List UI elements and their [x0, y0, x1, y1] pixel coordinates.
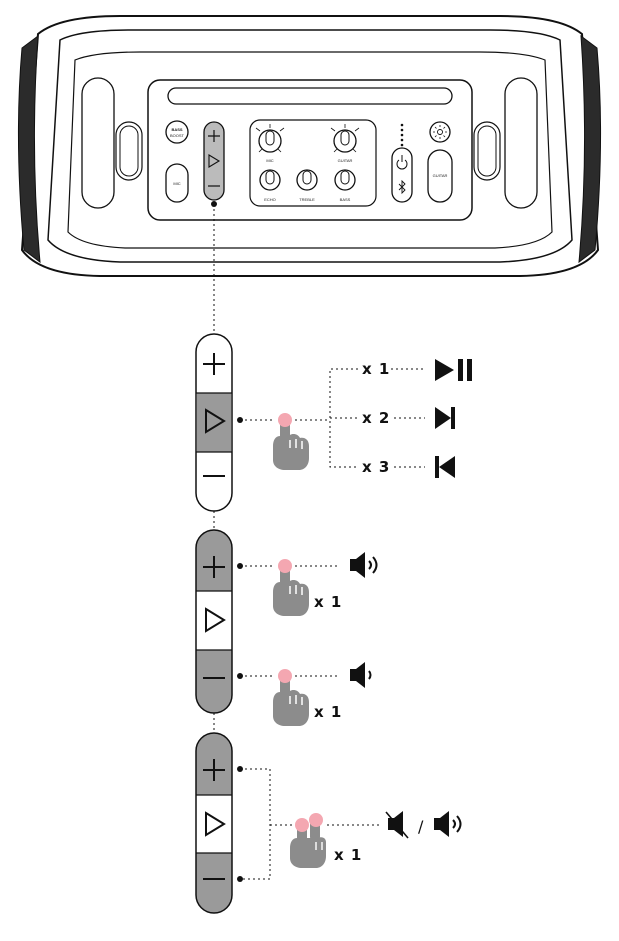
mute-control-strip	[195, 732, 233, 914]
plus-icon	[203, 759, 225, 781]
bass-boost-button[interactable]: BASS BOOST	[165, 120, 189, 144]
bass-boost-label: BASS	[171, 127, 182, 132]
play-pause-icon	[435, 359, 472, 381]
mute-icon	[385, 811, 409, 839]
guitar-button-label: GUITAR	[433, 173, 448, 178]
playback-control-strip	[195, 333, 233, 512]
mute-connectors	[237, 766, 382, 882]
power-bluetooth-button[interactable]	[391, 147, 413, 203]
guitar-button[interactable]: GUITAR	[427, 149, 453, 203]
knob-mic[interactable]: MIC	[255, 124, 285, 163]
active-play-segment	[197, 393, 231, 452]
volume-connectors	[237, 563, 340, 679]
mic-button-label: MIC	[173, 181, 180, 186]
volume-control-strip	[195, 529, 233, 714]
tap-hand-playback	[272, 413, 310, 471]
previous-track-icon	[435, 456, 455, 478]
two-finger-tap-hand	[290, 813, 326, 868]
unmute-icon	[434, 811, 462, 837]
knob-echo-label: ECHO	[264, 197, 276, 202]
knob-treble[interactable]: TREBLE	[296, 169, 318, 202]
bass-boost-sublabel: BOOST	[170, 133, 185, 138]
next-track-icon	[435, 407, 455, 429]
knob-treble-label: TREBLE	[299, 197, 315, 202]
light-icon	[437, 129, 443, 135]
press-count-1: x 1	[362, 360, 390, 378]
mic-button[interactable]: MIC	[165, 163, 189, 203]
volume-up-count: x 1	[314, 593, 342, 611]
press-count-3: x 3	[362, 458, 390, 476]
play-icon	[205, 811, 226, 837]
plus-icon	[203, 556, 225, 578]
media-control-strip[interactable]	[203, 121, 225, 201]
volume-down-count: x 1	[314, 703, 342, 721]
knob-guitar-label: GUITAR	[338, 158, 353, 163]
knob-bass[interactable]: BASS	[334, 169, 356, 202]
play-icon	[205, 607, 226, 633]
mute-separator: /	[418, 817, 424, 836]
knob-bass-label: BASS	[340, 197, 351, 202]
playback-connectors	[237, 368, 425, 468]
play-icon	[205, 408, 226, 434]
speaker-body	[17, 15, 602, 277]
volume-up-icon	[350, 552, 378, 578]
bluetooth-icon	[398, 179, 406, 195]
mute-count: x 1	[334, 846, 362, 864]
plus-icon	[203, 353, 225, 375]
battery-indicator	[400, 123, 404, 147]
tap-hand-volume-down	[272, 669, 310, 727]
tap-hand-volume-up	[272, 559, 310, 617]
knob-echo[interactable]: ECHO	[259, 169, 281, 202]
knob-guitar[interactable]: GUITAR	[330, 124, 360, 163]
light-button[interactable]	[429, 121, 451, 143]
volume-down-icon	[350, 662, 372, 688]
press-count-2: x 2	[362, 409, 390, 427]
knob-mic-label: MIC	[266, 158, 273, 163]
